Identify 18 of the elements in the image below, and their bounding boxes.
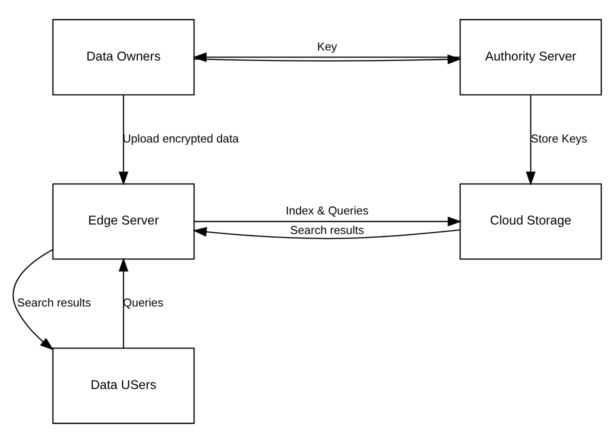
node-box: Cloud Storage	[460, 183, 602, 260]
node-box: Data Owners	[52, 19, 195, 96]
arrow	[118, 95, 128, 186]
arrow	[194, 216, 462, 226]
edge-label: Search results	[17, 298, 91, 310]
node-box: Data USers	[52, 348, 195, 424]
arrow	[192, 52, 460, 62]
arrow	[526, 95, 536, 186]
node-box: Authority Server	[460, 19, 602, 96]
edge-label: Key	[317, 41, 338, 54]
edge-label: Search results	[290, 225, 364, 238]
edge-label: Index & Queries	[286, 206, 369, 218]
arrow	[192, 227, 460, 240]
edge-label: Queries	[122, 298, 164, 310]
edge-label: Upload encrypted data	[122, 133, 239, 146]
node-box: Edge Server	[52, 183, 195, 260]
arrow	[118, 258, 128, 348]
arrow	[12, 249, 54, 350]
